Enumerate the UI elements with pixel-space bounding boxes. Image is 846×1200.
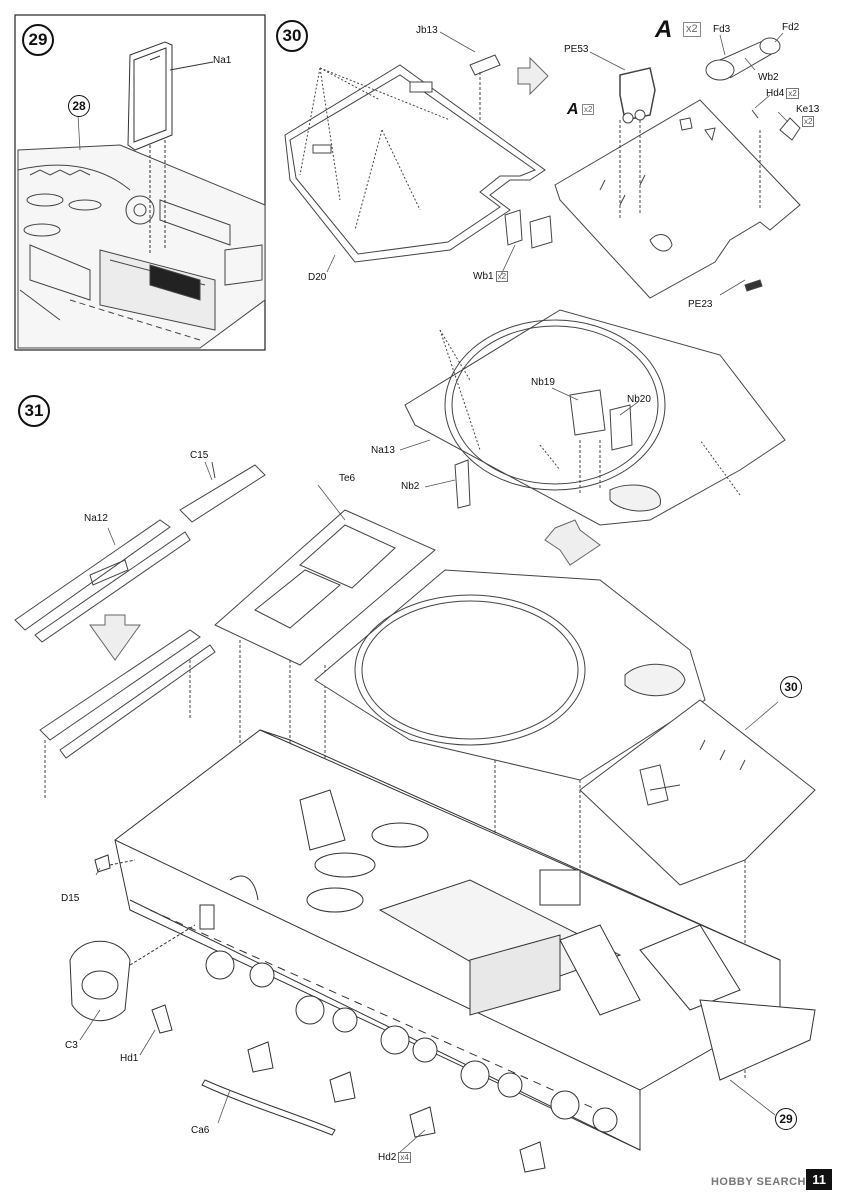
label-hd4-name: Hd4 [766, 88, 785, 100]
label-leaders [77, 31, 789, 1153]
subassembly-a-marker: A [655, 16, 673, 43]
part-na12-assembled [39, 629, 216, 800]
hobby-search-watermark: HOBBY SEARCH [710, 1176, 806, 1188]
subassembly-a-small-marker: A [567, 101, 579, 118]
label-te6: Te6 [339, 473, 356, 484]
label-hd2-qty: x4 [398, 1152, 411, 1163]
label-nb20: Nb20 [627, 394, 651, 405]
label-ke13: Ke13 [796, 104, 820, 115]
label-nb2: Nb2 [401, 481, 420, 492]
part-c15 [179, 461, 266, 523]
label-d15: D15 [61, 893, 80, 904]
label-hd4-qty: x2 [786, 88, 799, 99]
step30-flow-arrow [517, 56, 549, 96]
step30-upper-plate [284, 54, 553, 263]
part-c3 [69, 924, 196, 1022]
label-ke13-qty-wrap: x2 [800, 116, 815, 128]
part-na1-plate [127, 41, 214, 255]
label-wb2: Wb2 [758, 72, 779, 83]
part-d15 [94, 854, 111, 873]
label-hd1: Hd1 [120, 1053, 139, 1064]
label-jb13: Jb13 [416, 25, 438, 36]
label-nb19: Nb19 [531, 377, 555, 388]
step-31-badge: 31 [18, 395, 50, 427]
label-fd3: Fd3 [713, 24, 731, 35]
part-ca6 [201, 1079, 336, 1136]
label-na12: Na12 [84, 513, 108, 524]
step29-frame [14, 14, 266, 351]
part-hd2-cones [247, 1041, 546, 1173]
label-d20: D20 [308, 272, 327, 283]
page-number: 11 [806, 1169, 832, 1190]
label-c3: C3 [65, 1040, 78, 1051]
label-ca6: Ca6 [191, 1125, 210, 1136]
step-28-reference-badge: 28 [68, 95, 90, 117]
step-30-badge: 30 [276, 20, 308, 52]
subassembly-a-quantity: x2 [683, 22, 701, 37]
step30-lower-plate [554, 37, 801, 299]
label-ke13-qty: x2 [802, 116, 815, 127]
part-hd1 [151, 1004, 173, 1034]
label-na13: Na13 [371, 445, 395, 456]
label-hd2-name: Hd2 [378, 1152, 397, 1164]
label-c15: C15 [190, 450, 209, 461]
label-pe53: PE53 [564, 44, 589, 55]
label-wb1-qty: x2 [495, 271, 509, 282]
label-pe23: PE23 [688, 299, 713, 310]
label-na1: Na1 [213, 55, 232, 66]
label-fd2: Fd2 [782, 22, 800, 33]
step-29-reference-badge: 29 [775, 1108, 797, 1130]
step-29-badge: 29 [22, 24, 54, 56]
suspension-bogies [205, 950, 618, 1133]
label-wb1-name: Wb1 [473, 271, 494, 283]
step29-hull-detail [17, 144, 266, 349]
step31-flow-arrow [544, 519, 601, 566]
step-30-reference-badge: 30 [780, 676, 802, 698]
part-na12 [14, 519, 191, 643]
subassembly-30 [579, 699, 816, 1080]
na12-down-arrow [89, 614, 141, 661]
subassembly-a-small-quantity: x2 [582, 104, 595, 115]
hull-body [114, 729, 816, 1151]
part-na13-ring-plate [404, 309, 786, 526]
